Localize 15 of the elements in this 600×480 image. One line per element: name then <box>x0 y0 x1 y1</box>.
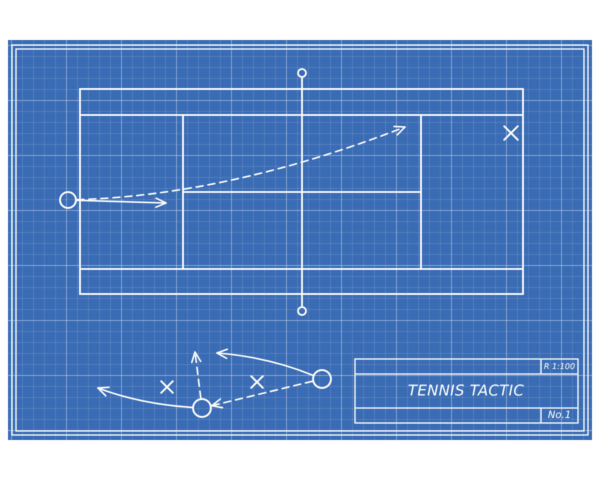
dashed-arrow <box>190 351 202 399</box>
dashed-arrow <box>210 380 314 409</box>
cross-marker <box>250 375 264 389</box>
circle-marker <box>192 398 212 418</box>
circle-marker <box>312 369 332 389</box>
cross-marker <box>503 125 519 141</box>
sheet-number: No.1 <box>548 410 572 420</box>
arrow <box>97 386 193 408</box>
cross-marker <box>160 380 174 394</box>
dashed-arrow <box>76 126 406 200</box>
title-text: TENNIS TACTIC <box>408 384 524 398</box>
scale-label: R 1:100 <box>544 362 576 370</box>
arrow <box>76 197 167 208</box>
circle-marker <box>59 191 77 209</box>
arrow <box>216 348 314 376</box>
